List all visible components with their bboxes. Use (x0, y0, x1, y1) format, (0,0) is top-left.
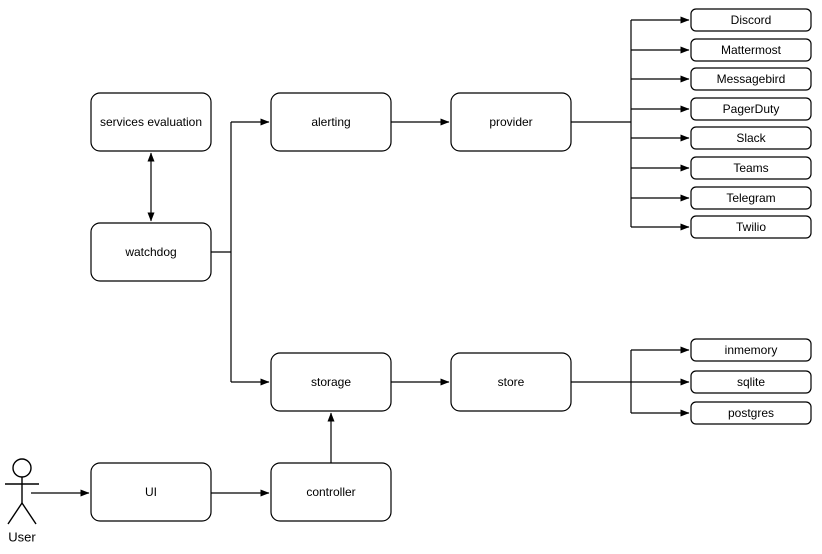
leaf-provider-4-label: Slack (736, 131, 766, 145)
leaf-node-store-2[interactable]: postgres (690, 401, 812, 425)
node-services-evaluation[interactable]: services evaluation (90, 92, 212, 152)
node-provider[interactable]: provider (450, 92, 572, 152)
leaf-node-provider-3[interactable]: PagerDuty (690, 97, 812, 121)
leaf-provider-5-box[interactable] (690, 156, 812, 180)
node-alerting[interactable]: alerting (270, 92, 392, 152)
leaf-node-store-0[interactable]: inmemory (690, 338, 812, 362)
node-controller[interactable]: controller (270, 462, 392, 522)
leaf-store-2-label: postgres (728, 406, 774, 420)
leaf-provider-0-label: Discord (731, 13, 772, 27)
actor-user: User (5, 458, 39, 544)
leaf-store-1-box[interactable] (690, 370, 812, 394)
leaf-provider-7-box[interactable] (690, 215, 812, 239)
node-alerting-box[interactable] (270, 92, 392, 152)
node-provider-box[interactable] (450, 92, 572, 152)
node-services-evaluation-label: services evaluation (100, 115, 202, 129)
leaf-node-store-1[interactable]: sqlite (690, 370, 812, 394)
leaf-provider-4-box[interactable] (690, 126, 812, 150)
node-storage-box[interactable] (270, 352, 392, 412)
node-ui-box[interactable] (90, 462, 212, 522)
node-watchdog[interactable]: watchdog (90, 222, 212, 282)
leaf-provider-7-label: Twilio (736, 220, 766, 234)
node-store[interactable]: store (450, 352, 572, 412)
leaf-provider-2-label: Messagebird (717, 72, 786, 86)
leaf-provider-1-box[interactable] (690, 38, 812, 62)
actor-user-label: User (8, 529, 36, 544)
leaf-provider-5-label: Teams (733, 161, 768, 175)
leaf-provider-2-box[interactable] (690, 67, 812, 91)
leaf-provider-3-label: PagerDuty (723, 102, 780, 116)
leaf-node-provider-2[interactable]: Messagebird (690, 67, 812, 91)
node-ui-label: UI (145, 485, 157, 499)
leaf-store-0-label: inmemory (725, 343, 778, 357)
node-alerting-label: alerting (311, 115, 350, 129)
actor-head-icon (12, 458, 32, 478)
actor-leg-right-icon (21, 502, 37, 525)
leaf-provider-0-box[interactable] (690, 8, 812, 32)
leaf-node-provider-0[interactable]: Discord (690, 8, 812, 32)
leaf-provider-3-box[interactable] (690, 97, 812, 121)
node-controller-box[interactable] (270, 462, 392, 522)
node-storage[interactable]: storage (270, 352, 392, 412)
node-services-evaluation-box[interactable] (90, 92, 212, 152)
node-storage-label: storage (311, 375, 351, 389)
leaf-node-provider-6[interactable]: Telegram (690, 186, 812, 210)
node-provider-label: provider (489, 115, 532, 129)
leaf-store-2-box[interactable] (690, 401, 812, 425)
leaf-provider-6-box[interactable] (690, 186, 812, 210)
leaf-provider-1-label: Mattermost (721, 43, 782, 57)
leaf-store-0-box[interactable] (690, 338, 812, 362)
leaf-node-provider-7[interactable]: Twilio (690, 215, 812, 239)
node-store-label: store (498, 375, 525, 389)
node-watchdog-label: watchdog (124, 245, 176, 259)
node-ui[interactable]: UI (90, 462, 212, 522)
node-watchdog-box[interactable] (90, 222, 212, 282)
node-controller-label: controller (306, 485, 355, 499)
leaf-node-provider-5[interactable]: Teams (690, 156, 812, 180)
actor-leg-left-icon (7, 502, 23, 525)
leaf-store-1-label: sqlite (737, 375, 765, 389)
leaf-node-provider-1[interactable]: Mattermost (690, 38, 812, 62)
leaf-provider-6-label: Telegram (726, 191, 775, 205)
node-store-box[interactable] (450, 352, 572, 412)
leaf-node-provider-4[interactable]: Slack (690, 126, 812, 150)
